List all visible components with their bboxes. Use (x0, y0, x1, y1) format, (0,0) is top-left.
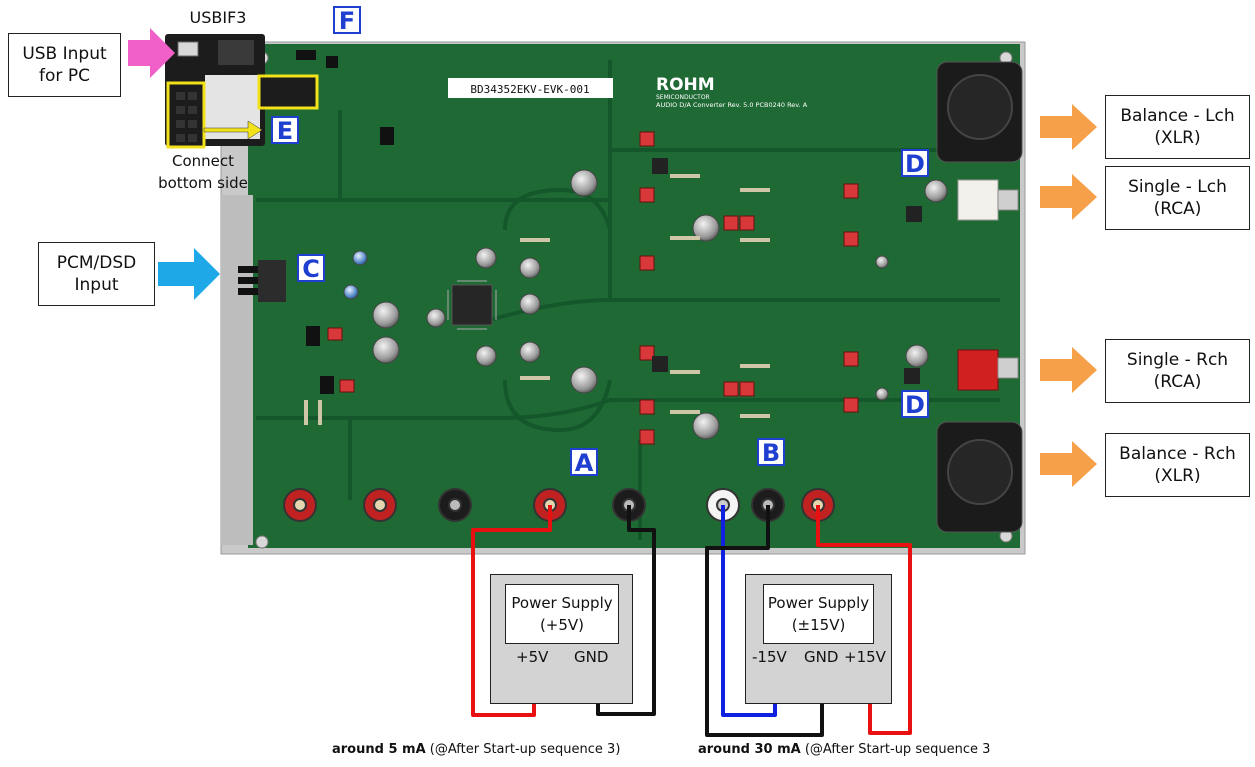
current-note-5v-detail: (@After Start-up sequence 3) (425, 742, 621, 757)
output-balance-rch: Balance - Rch (XLR) (1105, 433, 1250, 497)
wire-5v (471, 505, 552, 717)
power-supply-5v-display: Power Supply (+5V) (505, 584, 619, 644)
usbif-connector-highlight (166, 81, 206, 149)
usb-port (177, 41, 199, 57)
pcb (248, 44, 1020, 548)
rohm-sub: SEMICONDUCTOR (656, 94, 710, 101)
output-single-lch: Single - Lch (RCA) (1105, 166, 1250, 230)
current-note-15v-value: around 30 mA (698, 742, 801, 757)
rca-lch (957, 179, 999, 221)
output-arrow-balance-lch (1040, 104, 1097, 150)
pcb-traces (256, 60, 1000, 540)
psu1-terminal-gnd: GND (574, 648, 609, 666)
tag-b: B (757, 438, 785, 466)
psu2-terminal-neg: -15V (752, 648, 787, 666)
pcm-input-box: PCM/DSD Input (38, 242, 155, 306)
pcm-input-line2: Input (74, 275, 119, 295)
output-balance-lch-line2: (XLR) (1154, 128, 1201, 148)
psu2-title: Power Supply (767, 594, 870, 612)
film-capacitors (327, 131, 859, 445)
connector-pins (176, 92, 197, 142)
pcm-header (238, 260, 286, 302)
part-label: BD34352EKV-EVK-001 (470, 83, 589, 96)
output-balance-lch-line1: Balance - Lch (1120, 106, 1235, 126)
psu1-voltage: (+5V) (539, 616, 585, 634)
psu1-terminal-pos: +5V (516, 648, 549, 666)
wire-pos15 (816, 505, 912, 735)
ic-pins (447, 280, 497, 330)
dac-ic (451, 284, 493, 326)
output-arrow-single-lch (1040, 174, 1097, 220)
tag-f: F (333, 6, 361, 34)
part-label-box (448, 78, 613, 98)
xlr-connectors (936, 61, 1023, 533)
connect-note: Connect bottom side (148, 150, 258, 194)
connect-arrow (203, 120, 263, 140)
wire-15-gnd (705, 505, 824, 737)
usbif-title: USBIF3 (189, 8, 247, 27)
output-single-rch-line1: Single - Rch (1126, 350, 1229, 370)
tag-e: E (271, 116, 299, 144)
usb-input-box: USB Input for PC (8, 33, 121, 97)
psu2-terminal-gnd: GND (804, 648, 839, 666)
output-balance-rch-line2: (XLR) (1154, 466, 1201, 486)
output-balance-rch-line1: Balance - Rch (1119, 444, 1236, 464)
psu2-terminal-pos: +15V (844, 648, 886, 666)
usbif-header (265, 76, 317, 108)
module-chip (218, 40, 254, 65)
pcb-left-strip (221, 195, 253, 545)
tag-c: C (297, 254, 325, 282)
tag-d-rch: D (901, 390, 929, 418)
board-header-highlight (257, 74, 319, 110)
usb-input-arrow (128, 28, 175, 78)
usb-input-line2: for PC (39, 66, 90, 86)
rohm-logo: ROHM (656, 75, 715, 95)
output-single-rch-line2: (RCA) (1153, 372, 1202, 392)
psu2-voltage: (±15V) (791, 616, 846, 634)
tag-d-lch: D (901, 149, 929, 177)
current-note-5v: around 5 mA (@After Start-up sequence 3) (332, 742, 620, 757)
jumpers (296, 50, 394, 394)
wire-5v-gnd (596, 505, 656, 716)
pcm-input-arrow (158, 248, 220, 300)
output-single-lch-line2: (RCA) (1153, 199, 1202, 219)
pcm-input-line1: PCM/DSD (56, 253, 137, 273)
current-note-5v-value: around 5 mA (332, 742, 426, 757)
output-single-rch: Single - Rch (RCA) (1105, 339, 1250, 403)
capacitors (343, 169, 948, 440)
connect-line2: bottom side (158, 174, 248, 192)
op-amps (652, 158, 922, 384)
output-arrow-single-rch (1040, 347, 1097, 393)
output-arrow-balance-rch (1040, 441, 1097, 487)
current-note-15v-detail: (@After Start-up sequence 3 (800, 742, 991, 757)
rca-rch (957, 349, 999, 391)
tag-a: A (570, 448, 598, 476)
rca-collars (997, 189, 1019, 379)
power-supply-15v-display: Power Supply (±15V) (763, 584, 874, 644)
output-single-lch-line1: Single - Lch (1128, 177, 1227, 197)
output-balance-lch: Balance - Lch (XLR) (1105, 95, 1250, 159)
connect-line1: Connect (171, 152, 235, 170)
psu1-title: Power Supply (511, 594, 613, 612)
usb-input-line1: USB Input (22, 44, 107, 64)
current-note-15v: around 30 mA (@After Start-up sequence 3 (698, 742, 990, 757)
board-desc: AUDIO D/A Converter Rev. 5.0 PCB0240 Rev… (656, 101, 808, 109)
resistors (304, 174, 770, 425)
